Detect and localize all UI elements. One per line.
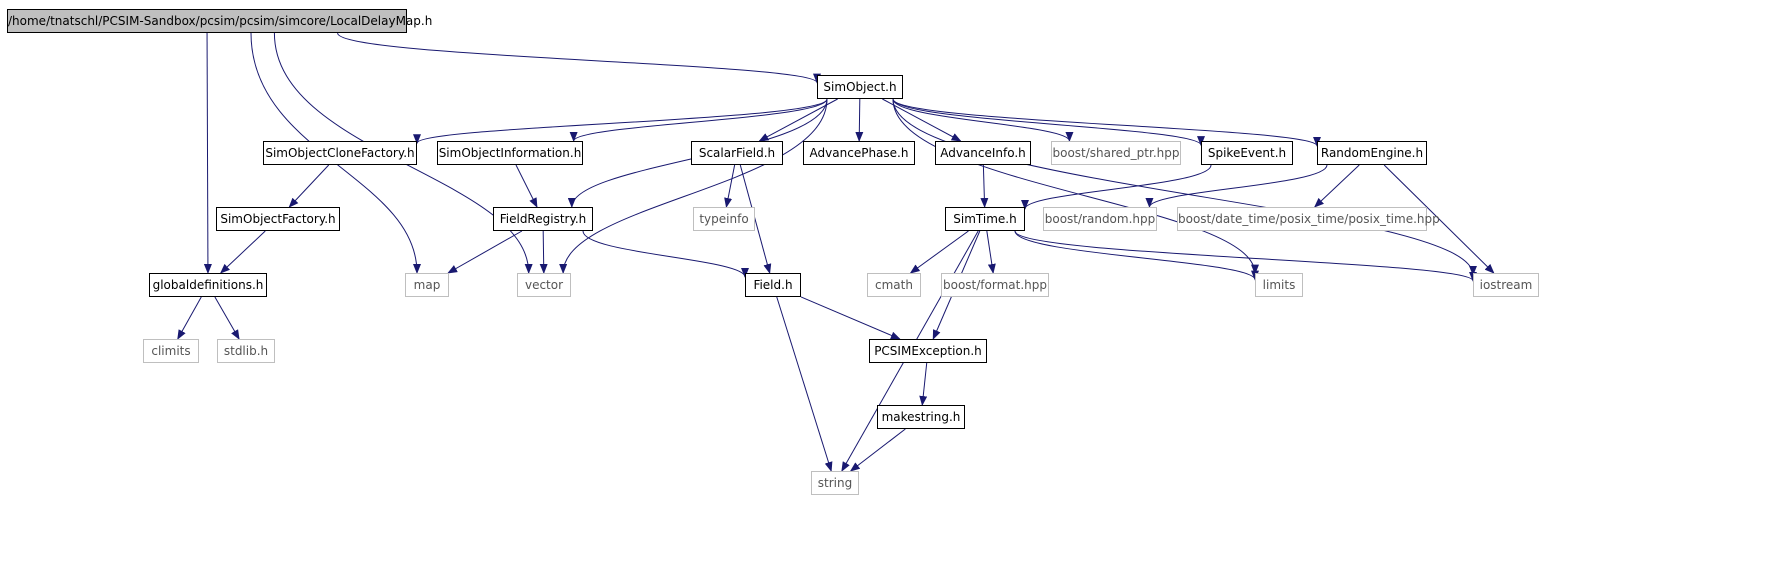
node-simobject[interactable]: SimObject.h — [817, 75, 903, 99]
edge-fieldregistry-to-field — [582, 230, 749, 278]
edge-simobject-to-limits — [892, 98, 1259, 275]
edge-simobject-to-randomengine — [892, 98, 1321, 147]
edge-simobject-to-iostream — [892, 98, 1477, 276]
node-climits[interactable]: climits — [143, 339, 199, 363]
edge-spikeevent-to-simtime — [1021, 164, 1212, 210]
edge-simobject-to-scalarfield — [758, 98, 838, 142]
node-field[interactable]: Field.h — [745, 273, 801, 297]
edge-pcsimexception-to-makestring — [919, 362, 928, 406]
node-limits[interactable]: limits — [1255, 273, 1303, 297]
edge-simobject-to-vector — [559, 98, 828, 274]
edge-globaldefinitions-to-stdlib — [214, 296, 240, 340]
node-makestring[interactable]: makestring.h — [877, 405, 965, 429]
node-posix-time[interactable]: boost/date_time/posix_time/posix_time.hp… — [1177, 207, 1440, 231]
node-iostream[interactable]: iostream — [1473, 273, 1539, 297]
node-pcsimexception[interactable]: PCSIMException.h — [869, 339, 987, 363]
node-scalarfield[interactable]: ScalarField.h — [691, 141, 783, 165]
edge-field-to-string — [776, 296, 833, 472]
edge-simtime-to-boostformat — [986, 230, 996, 274]
edge-scalarfield-to-field — [739, 164, 772, 274]
edge-fieldregistry-to-vector — [539, 230, 548, 274]
edge-simtime-to-iostream — [1014, 230, 1477, 282]
edge-simobject-to-simobjectclonefactory — [413, 98, 828, 145]
edge-advanceinfo-to-simtime — [980, 164, 989, 208]
edge-localdelaymap-to-simobject — [337, 32, 821, 84]
node-advancephase[interactable]: AdvancePhase.h — [803, 141, 915, 165]
edge-randomengine-to-boostrandom — [1145, 164, 1328, 208]
edge-simobject-to-spikeevent — [892, 98, 1205, 147]
edge-simtime-to-cmath — [909, 230, 969, 274]
node-simtime[interactable]: SimTime.h — [945, 207, 1025, 231]
node-boost-random[interactable]: boost/random.hpp — [1043, 207, 1157, 231]
node-simobjectfactory[interactable]: SimObjectFactory.h — [216, 207, 340, 231]
node-cmath[interactable]: cmath — [867, 273, 921, 297]
node-fieldregistry[interactable]: FieldRegistry.h — [493, 207, 593, 231]
node-globaldefinitions[interactable]: globaldefinitions.h — [149, 273, 267, 297]
edge-simobject-to-advancephase — [855, 98, 864, 142]
node-boost-format[interactable]: boost/format.hpp — [941, 273, 1049, 297]
node-vector[interactable]: vector — [517, 273, 571, 297]
node-shared-ptr[interactable]: boost/shared_ptr.hpp — [1051, 141, 1181, 165]
edge-field-to-pcsimexception — [800, 296, 901, 340]
node-randomengine[interactable]: RandomEngine.h — [1317, 141, 1427, 165]
node-simobjectinformation[interactable]: SimObjectInformation.h — [437, 141, 583, 165]
node-advanceinfo[interactable]: AdvanceInfo.h — [935, 141, 1031, 165]
node-typeinfo[interactable]: typeinfo — [693, 207, 755, 231]
edge-simobjectinformation-to-fieldregistry — [515, 164, 538, 208]
edge-randomengine-to-posix_time — [1314, 164, 1360, 208]
node-localdelaymap[interactable]: /home/tnatschl/PCSIM-Sandbox/pcsim/pcsim… — [7, 9, 432, 33]
node-string[interactable]: string — [811, 471, 859, 495]
edge-simobject-to-shared_ptr — [892, 98, 1074, 142]
node-spikeevent[interactable]: SpikeEvent.h — [1201, 141, 1293, 165]
edge-randomengine-to-iostream — [1383, 164, 1495, 274]
edge-simobject-to-simobjectinformation — [569, 98, 828, 142]
edge-makestring-to-string — [849, 428, 906, 472]
edge-simobjectclonefactory-to-simobjectfactory — [288, 164, 330, 208]
edge-fieldregistry-to-map — [447, 230, 523, 274]
edge-simobject-to-advanceinfo — [882, 98, 962, 142]
edge-globaldefinitions-to-climits — [177, 296, 202, 340]
edge-localdelaymap-to-globaldefinitions — [203, 32, 212, 274]
node-map[interactable]: map — [405, 273, 449, 297]
edge-scalarfield-to-typeinfo — [724, 164, 736, 208]
edge-simobjectfactory-to-globaldefinitions — [219, 230, 266, 274]
node-simobjectclonefactory[interactable]: SimObjectCloneFactory.h — [263, 141, 417, 165]
node-stdlib[interactable]: stdlib.h — [217, 339, 275, 363]
edge-simtime-to-limits — [1014, 230, 1259, 281]
